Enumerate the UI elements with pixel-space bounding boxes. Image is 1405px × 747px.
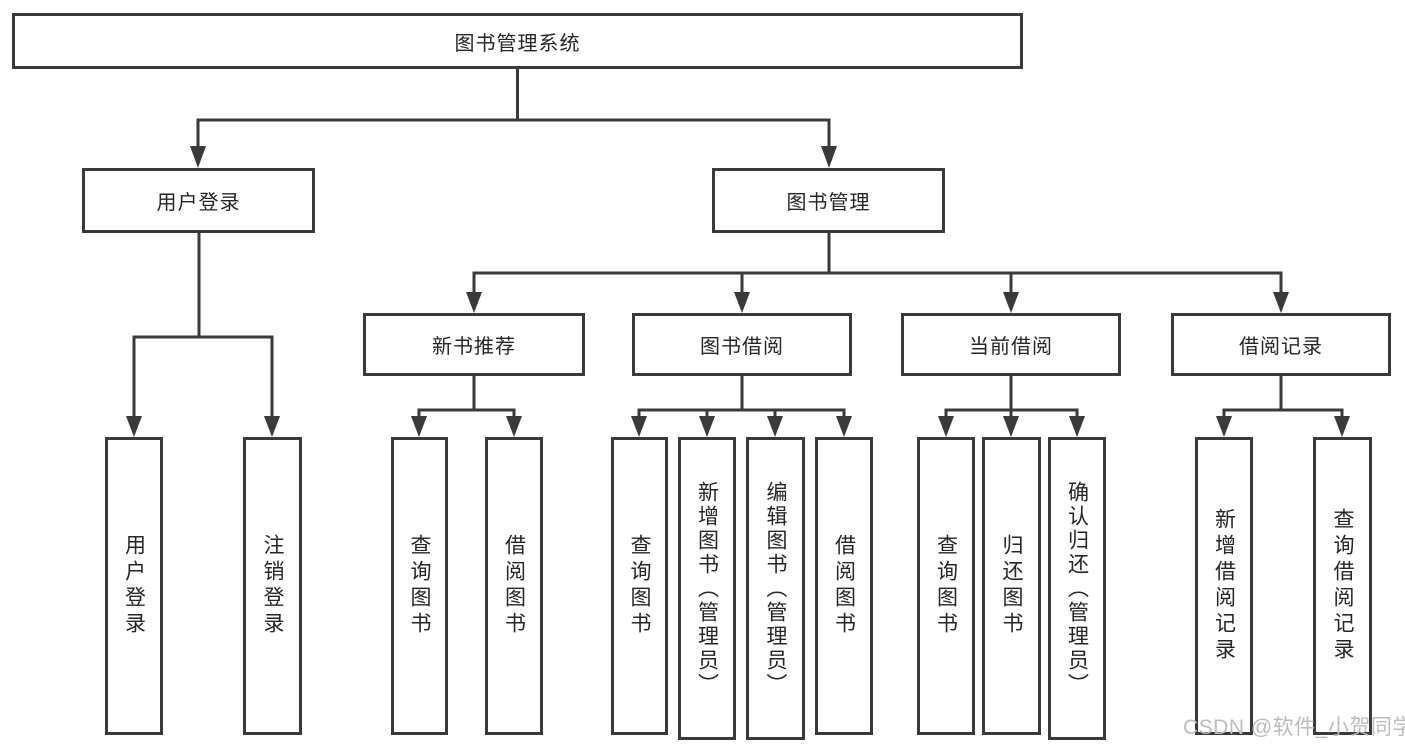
leaf-add-borrow-record-label: 新增借阅记录 bbox=[1212, 508, 1236, 664]
arrow-to-new-book-recommend bbox=[466, 292, 482, 313]
connector-current-split bbox=[944, 374, 1079, 421]
node-library-system-label: 图书管理系统 bbox=[454, 32, 581, 55]
leaf-add-book-admin-label: 新增图书（管理员） bbox=[695, 480, 719, 697]
leaf-add-book-admin: 新增图书（管理员） bbox=[678, 437, 736, 740]
node-new-book-recommend: 新书推荐 bbox=[363, 313, 585, 376]
arrow-to-leaf-user-login bbox=[126, 416, 142, 437]
leaf-query-borrow-record-label: 查询借阅记录 bbox=[1331, 508, 1354, 664]
connector-recommend-split bbox=[417, 374, 516, 421]
leaf-edit-book-admin: 编辑图书（管理员） bbox=[746, 437, 805, 740]
node-book-borrow: 图书借阅 bbox=[632, 313, 852, 376]
connector-book-split bbox=[472, 231, 1283, 297]
leaf-query-books-borrow: 查询图书 bbox=[611, 437, 668, 735]
node-book-management-label: 图书管理 bbox=[786, 192, 871, 214]
leaf-borrow-books-recommend-label: 借阅图书 bbox=[502, 534, 526, 638]
leaf-borrow-books-borrow: 借阅图书 bbox=[815, 437, 873, 735]
node-new-book-recommend-label: 新书推荐 bbox=[432, 336, 516, 358]
arrow-to-leaf-query-books-2 bbox=[631, 416, 647, 437]
arrow-to-leaf-query-books-1 bbox=[411, 416, 427, 437]
node-library-system: 图书管理系统 bbox=[12, 13, 1023, 69]
node-borrow-records: 借阅记录 bbox=[1171, 313, 1391, 376]
arrowheads bbox=[126, 146, 1350, 437]
arrow-to-leaf-edit-book bbox=[767, 416, 783, 437]
leaf-confirm-return-admin-label: 确认归还（管理员） bbox=[1065, 480, 1089, 697]
arrow-to-book-borrow bbox=[734, 292, 750, 313]
arrow-to-leaf-query-books-3 bbox=[938, 416, 954, 437]
connector-user-split bbox=[132, 231, 274, 421]
watermark: CSDN @软件_小贺同学 bbox=[1183, 716, 1405, 739]
leaf-query-books-current-label: 查询图书 bbox=[934, 534, 958, 638]
node-current-borrow: 当前借阅 bbox=[901, 313, 1121, 376]
node-user-login-branch-label: 用户登录 bbox=[156, 192, 241, 214]
arrow-to-leaf-add-book bbox=[699, 416, 715, 437]
leaf-return-book: 归还图书 bbox=[982, 437, 1041, 735]
node-user-login-branch: 用户登录 bbox=[82, 168, 315, 233]
connector-records-split bbox=[1222, 374, 1344, 421]
leaf-return-book-label: 归还图书 bbox=[1000, 534, 1023, 638]
leaf-confirm-return-admin: 确认归还（管理员） bbox=[1048, 437, 1106, 740]
node-borrow-records-label: 借阅记录 bbox=[1239, 336, 1323, 358]
leaf-query-books-recommend: 查询图书 bbox=[391, 437, 448, 735]
arrow-to-leaf-query-record bbox=[1334, 416, 1350, 437]
leaf-borrow-books-recommend: 借阅图书 bbox=[485, 437, 543, 735]
leaf-borrow-books-borrow-label: 借阅图书 bbox=[832, 534, 856, 638]
leaf-add-borrow-record: 新增借阅记录 bbox=[1195, 437, 1253, 735]
arrow-to-leaf-confirm-return bbox=[1069, 416, 1085, 437]
node-book-management: 图书管理 bbox=[712, 168, 945, 233]
arrow-to-user-login-branch bbox=[190, 146, 206, 168]
connector-root-split bbox=[196, 67, 831, 150]
leaf-logout-login-label: 注销登录 bbox=[261, 534, 284, 638]
arrow-to-leaf-borrow-books-2 bbox=[836, 416, 852, 437]
leaf-query-books-recommend-label: 查询图书 bbox=[408, 534, 431, 638]
leaf-query-books-borrow-label: 查询图书 bbox=[628, 534, 651, 638]
leaf-user-login-label: 用户登录 bbox=[122, 534, 146, 638]
leaf-edit-book-admin-label: 编辑图书（管理员） bbox=[764, 480, 787, 697]
arrow-to-current-borrow bbox=[1003, 292, 1019, 313]
leaf-user-login: 用户登录 bbox=[105, 437, 163, 735]
leaf-query-books-current: 查询图书 bbox=[917, 437, 975, 735]
node-book-borrow-label: 图书借阅 bbox=[700, 336, 784, 358]
connector-borrow-split bbox=[637, 374, 846, 421]
arrow-to-leaf-borrow-books-1 bbox=[506, 416, 522, 437]
arrow-to-borrow-records bbox=[1273, 292, 1289, 313]
leaf-query-borrow-record: 查询借阅记录 bbox=[1313, 437, 1372, 735]
arrow-to-leaf-return-book bbox=[1003, 416, 1019, 437]
node-current-borrow-label: 当前借阅 bbox=[969, 336, 1053, 358]
arrow-to-leaf-logout bbox=[264, 416, 280, 437]
arrow-to-leaf-add-record bbox=[1216, 416, 1232, 437]
leaf-logout-login: 注销登录 bbox=[243, 437, 302, 735]
arrow-to-book-management bbox=[821, 146, 837, 168]
